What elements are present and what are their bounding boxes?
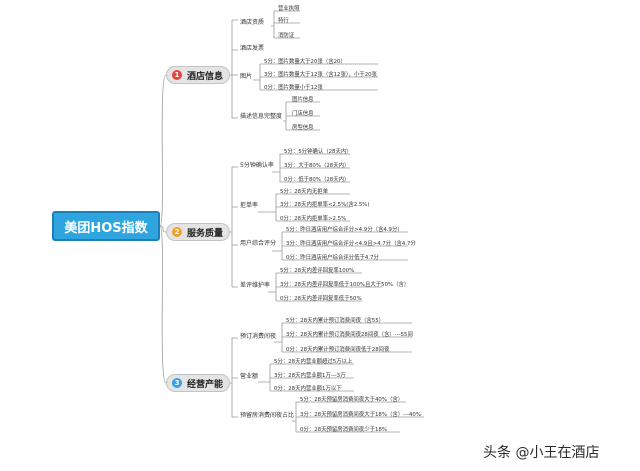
leaf[interactable]: 5分：28天内营业额超过5万以上 — [274, 359, 353, 365]
topic-booked-room-nights[interactable]: 预订消费间夜 — [240, 333, 277, 340]
topic-5min-confirm-rate[interactable]: 5分钟确认率 — [240, 162, 274, 169]
branch-label: 酒店信息 — [187, 71, 224, 82]
leaf[interactable]: 3分：28天内差评回复率低于100%且大于50%（含） — [280, 282, 410, 288]
leaf[interactable]: 5分：28天内无拒单 — [280, 189, 329, 195]
leaf[interactable]: 3分：28天内营业额1万---3万 — [274, 373, 346, 379]
leaf[interactable]: 消防证 — [278, 33, 295, 39]
branch-business-capacity[interactable]: 3 经营产能 — [166, 374, 230, 392]
leaf[interactable]: 0分：28天内累计预订消费间夜低于28间夜 — [286, 347, 390, 353]
leaf[interactable]: 房型信息 — [292, 125, 314, 131]
leaf[interactable]: 3分：28天预留房消费间夜大于18%（含）---40% — [300, 412, 421, 418]
topic-user-rating[interactable]: 用户综合评分 — [240, 240, 277, 247]
leaf[interactable]: 3分：图片数量大于12张（含12张），小于20张 — [264, 72, 377, 78]
leaf[interactable]: 5分：昨日酒店用户综合评分>4.9分（含4.9分） — [286, 227, 403, 233]
topic-description-completeness[interactable]: 描述信息完整度 — [240, 113, 283, 120]
leaf[interactable]: 5分：28天预留房消费间夜大于40%（含） — [300, 397, 404, 403]
leaf[interactable]: 0分：28天内营业额1万以下 — [274, 386, 342, 392]
leaf[interactable]: 5分：28天内差评回复率100% — [280, 268, 355, 274]
leaf[interactable]: 3分：28天内累计预订消费间夜28间夜（含）---55间 — [286, 332, 413, 338]
number-badge-icon: 1 — [172, 70, 182, 80]
branch-label: 服务质量 — [187, 228, 224, 239]
topic-hotel-invoice[interactable]: 酒店发票 — [240, 45, 265, 52]
branch-hotel-info[interactable]: 1 酒店信息 — [166, 66, 230, 84]
topic-hotel-qualification[interactable]: 酒店资质 — [240, 19, 265, 26]
leaf[interactable]: 5分：5分钟确认（28天内） — [284, 149, 352, 155]
leaf[interactable]: 0分：28天预留房消费间夜少于18% — [300, 427, 387, 433]
leaf[interactable]: 3分：28天内拒单率<2.5%(含2.5%) — [280, 202, 370, 208]
watermark: 头条 @小王在酒店 — [483, 445, 600, 461]
number-badge-icon: 2 — [172, 227, 182, 237]
leaf[interactable]: 0分：低于80%（28天内） — [284, 177, 350, 183]
leaf[interactable]: 0分：28天内拒单率>2.5% — [280, 216, 347, 222]
topic-negative-review-reply[interactable]: 差评维护率 — [240, 282, 271, 289]
leaf[interactable]: 特行 — [278, 18, 289, 24]
leaf[interactable]: 0分：昨日酒店用户综合评分低于4.7分 — [286, 255, 379, 261]
topic-reserved-room-ratio[interactable]: 预留房消费间夜占比 — [240, 412, 295, 419]
leaf[interactable]: 图片信息 — [292, 97, 314, 103]
leaf[interactable]: 5分：28天内累计预订消费间夜（含55） — [286, 318, 385, 324]
leaf[interactable]: 5分：图片数量大于20张（含20） — [264, 59, 346, 65]
topic-rejection-rate[interactable]: 拒单率 — [240, 202, 259, 209]
branch-label: 经营产能 — [187, 379, 224, 390]
topic-revenue[interactable]: 营业额 — [240, 373, 259, 380]
leaf[interactable]: 营业执照 — [278, 6, 300, 12]
topic-pictures[interactable]: 图片 — [240, 73, 253, 80]
leaf[interactable]: 门店信息 — [292, 111, 314, 117]
number-badge-icon: 3 — [172, 378, 182, 388]
leaf[interactable]: 0分：图片数量小于12张 — [264, 85, 323, 91]
leaf[interactable]: 0分：28天内差评回复率低于50% — [280, 296, 362, 302]
leaf[interactable]: 3分：昨日酒店用户综合评分<4.9且>4.7分（含4.7分 — [286, 241, 416, 247]
root-node[interactable]: 美团HOS指数 — [52, 211, 160, 241]
leaf[interactable]: 3分：大于80%（28天内） — [284, 163, 350, 169]
branch-service-quality[interactable]: 2 服务质量 — [166, 223, 230, 241]
